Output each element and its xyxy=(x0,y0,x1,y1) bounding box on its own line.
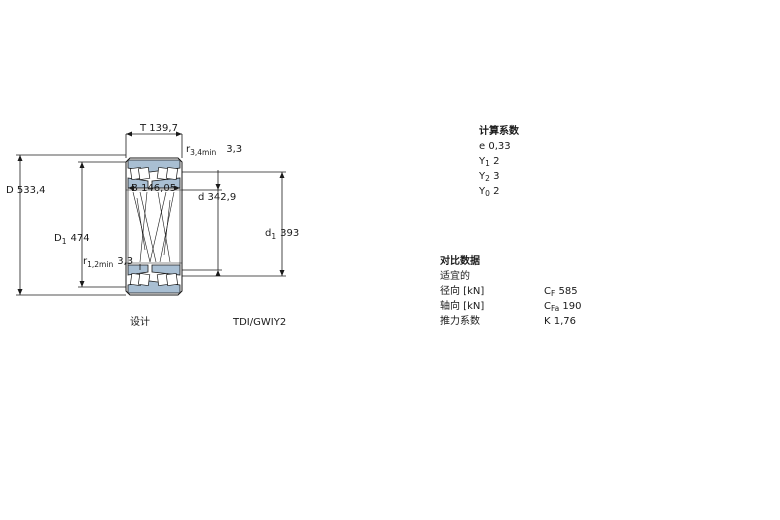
section-hatch xyxy=(132,191,175,263)
rollers-bottom xyxy=(129,272,179,287)
dim-D: D 533,4 xyxy=(6,185,46,196)
rating-title: 对比数据 xyxy=(440,256,480,267)
calc-factors-title: 计算系数 xyxy=(479,126,519,137)
design-label: 设计 xyxy=(130,315,150,328)
outer-ring-outline xyxy=(125,157,183,296)
calc-row-y2: Y2 3 xyxy=(479,171,500,183)
rating-row-thrust: 推力系数 K 1,76 xyxy=(440,316,577,327)
dim-d: d 342,9 xyxy=(198,192,236,203)
dimension-lines xyxy=(16,131,286,296)
calc-factors-panel: 计算系数 e 0,33 Y1 2 Y2 3 Y0 2 xyxy=(479,124,519,199)
rollers-top xyxy=(129,166,179,181)
calc-row-e: e 0,33 xyxy=(479,141,511,152)
rating-row-axial: 轴向 [kN] CFa 190 xyxy=(440,301,582,313)
dim-B: B 146,05 xyxy=(131,183,176,194)
cone-bottom-left xyxy=(127,264,149,276)
design-value: TDI/GWIY2 xyxy=(232,317,286,328)
rating-panel: 对比数据 适宜的 径向 [kN] CF 585 轴向 [kN] CFa 190 … xyxy=(440,254,640,329)
dim-T: T 139,7 xyxy=(139,123,178,134)
bearing-section xyxy=(125,157,183,296)
rating-subtitle: 适宜的 xyxy=(440,271,470,282)
calc-row-y1: Y1 2 xyxy=(479,156,500,168)
rating-row-radial: 径向 [kN] CF 585 xyxy=(440,286,578,298)
calc-row-y0: Y0 2 xyxy=(479,186,500,198)
